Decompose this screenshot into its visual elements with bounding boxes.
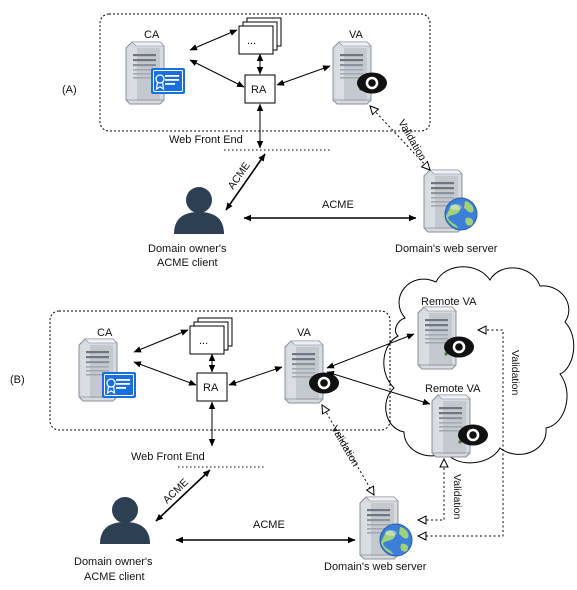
panel-a-ra-label: RA xyxy=(251,84,267,96)
panel-a-client-label-line2: ACME client xyxy=(157,257,218,269)
panel-b-user-icon xyxy=(100,497,150,544)
panel-b-edge-remote-va1-webserver xyxy=(416,325,504,541)
panel-b-web-front-end-label: Web Front End xyxy=(131,451,205,463)
panel-a-edge-ra-va xyxy=(276,65,331,86)
panel-a-user-icon xyxy=(174,187,224,234)
panel-a: (A) CA ... RA VA Web Front End ACME Doma… xyxy=(62,13,498,269)
panel-b-va-label: VA xyxy=(297,327,312,339)
panel-b-edge-remote-va2-webserver xyxy=(416,457,449,525)
panel-a-web-front-end-label: Web Front End xyxy=(169,134,243,146)
panel-b-edge-ra-va xyxy=(228,366,283,386)
panel-a-edge-client-webserver-label: ACME xyxy=(322,199,354,211)
panel-a-globe-icon xyxy=(444,197,478,231)
panel-b-va-server-icon xyxy=(284,340,324,404)
panel-a-ra-box xyxy=(244,74,276,104)
panel-a-edge-ca-stack xyxy=(189,29,238,51)
panel-b-client-label-line2: ACME client xyxy=(84,571,145,583)
panel-a-certificate-icon xyxy=(150,67,186,95)
panel-b-remote-va-1-server-icon xyxy=(417,306,457,370)
panel-b-label: (B) xyxy=(10,374,25,386)
panel-a-ellipsis-label: ... xyxy=(247,35,256,47)
panel-b-client-label-line1: Domain owner's xyxy=(74,556,153,568)
panel-b-edge-client-webserver-label: ACME xyxy=(253,519,285,531)
panel-b-web-server-label: Domain's web server xyxy=(324,561,427,573)
panel-b-eye-icon xyxy=(309,372,339,394)
panel-b-ra-box xyxy=(196,372,228,402)
panel-a-boundary xyxy=(99,13,431,132)
panel-b-edge-ca-stack xyxy=(133,329,189,353)
panel-b-edge-va-webserver-label: Validation xyxy=(328,424,361,469)
panel-a-edge-va-webserver xyxy=(369,105,431,171)
panel-b-remote-va-2-server-icon xyxy=(431,394,471,458)
panel-b-ra-label: RA xyxy=(203,382,219,394)
panel-a-edge-va-webserver-label: Validation xyxy=(395,118,428,163)
panel-b-component-stack xyxy=(189,317,233,355)
panel-a-web-server-label: Domain's web server xyxy=(395,243,498,255)
panel-a-va-label: VA xyxy=(349,29,364,41)
panel-b-edge-remote-va2-webserver-label: Validation xyxy=(451,474,463,519)
panel-b-remote-va-2-eye-icon xyxy=(458,424,488,446)
panel-a-va-server-icon xyxy=(332,41,372,105)
panel-b-edge-va-webserver xyxy=(321,404,375,496)
panel-b-edge-client-frontend xyxy=(155,469,211,522)
panel-a-edge-client-frontend-label: ACME xyxy=(226,160,253,192)
panel-b-remote-va-1-label: Remote VA xyxy=(421,296,477,308)
panel-b-ca-label: CA xyxy=(97,327,113,339)
panel-b-remote-va-1-eye-icon xyxy=(444,336,474,358)
panel-b-edge-ca-ra xyxy=(133,361,197,386)
panel-a-edge-client-frontend xyxy=(225,153,266,211)
panel-b-boundary xyxy=(49,310,391,431)
panel-b-ellipsis-label: ... xyxy=(199,335,208,347)
panel-b: (B) CA ... RA VA Remote VA Remote VA xyxy=(10,266,575,583)
panel-a-ca-label: CA xyxy=(144,29,160,41)
panel-b-remote-va-2-label: Remote VA xyxy=(425,383,481,395)
panel-b-edge-va-remote-va-2 xyxy=(326,371,431,405)
panel-a-component-stack xyxy=(238,17,282,55)
panel-a-eye-icon xyxy=(357,72,387,94)
panel-a-label: (A) xyxy=(62,84,77,96)
panel-b-edge-remote-va1-webserver-label: Validation xyxy=(509,350,521,395)
panel-b-certificate-icon xyxy=(101,371,137,399)
panel-a-client-label-line1: Domain owner's xyxy=(148,243,227,255)
panel-b-globe-icon xyxy=(379,523,413,557)
panel-b-edge-va-remote-va-1 xyxy=(326,333,415,369)
panel-a-edge-ca-ra xyxy=(189,59,245,88)
